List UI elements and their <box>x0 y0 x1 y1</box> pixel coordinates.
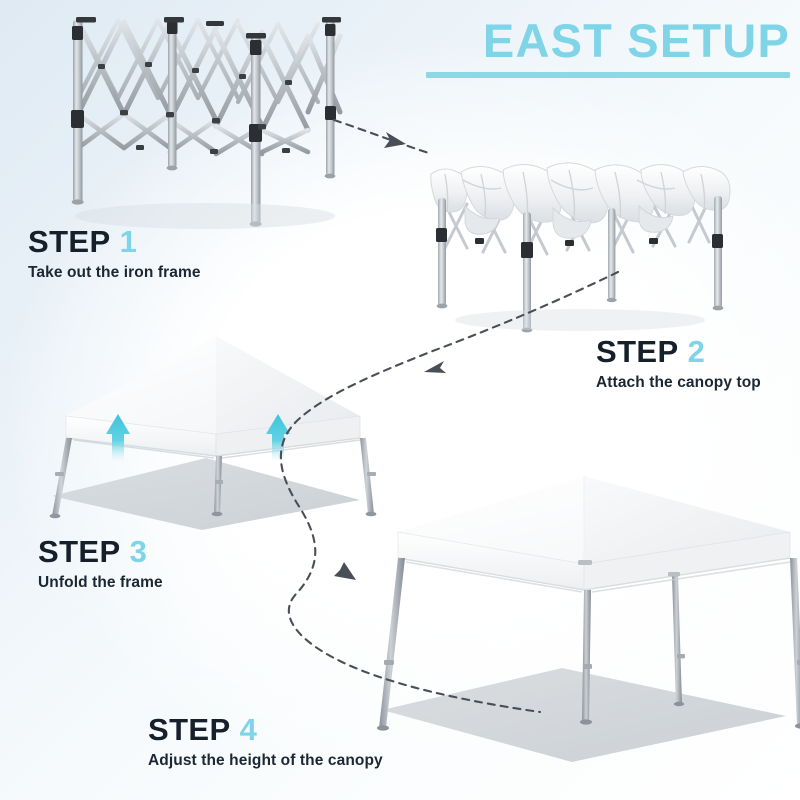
step-4-label: STEP <box>148 712 231 747</box>
step-2-number: 2 <box>687 334 706 369</box>
title-underline-rule <box>426 72 790 79</box>
step-4-illustration <box>377 476 800 762</box>
up-arrow-left <box>106 414 130 462</box>
step-3-description: Unfold the frame <box>38 574 163 591</box>
step-1-description: Take out the iron frame <box>28 264 201 281</box>
step-1-label: STEP <box>28 224 111 259</box>
step-1-illustration <box>71 17 343 229</box>
up-arrow-right <box>266 414 290 462</box>
step-2-illustration <box>430 162 731 333</box>
connector-step2-step3-step4 <box>279 270 620 714</box>
page-title: EAST SETUP <box>482 14 790 67</box>
step-4-number: 4 <box>239 712 258 747</box>
step-3-illustration <box>49 336 377 530</box>
step-1-number: 1 <box>119 224 138 259</box>
step-3-number: 3 <box>129 534 148 569</box>
step-2-description: Attach the canopy top <box>596 374 761 391</box>
step-2-label: STEP <box>596 334 679 369</box>
step-3-label: STEP <box>38 534 121 569</box>
page-title-block: EAST SETUP <box>410 14 790 79</box>
connector-step1-step2 <box>332 118 434 156</box>
step-4-description: Adjust the height of the canopy <box>148 752 383 769</box>
